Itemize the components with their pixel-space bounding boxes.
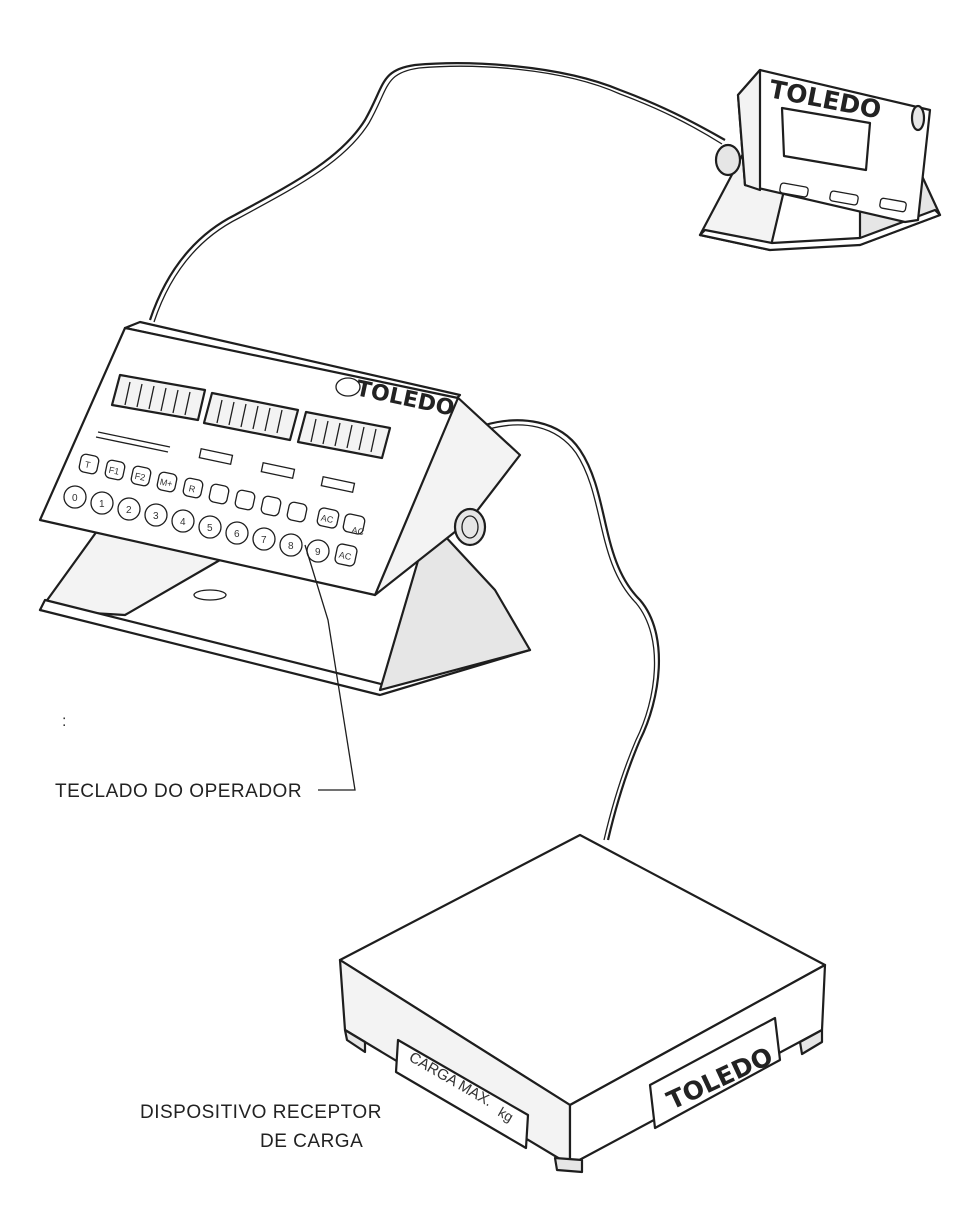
platform-capacity-plate [394, 1038, 530, 1150]
terminal-key [286, 501, 308, 523]
terminal-key [130, 465, 152, 487]
svg-text:9: 9 [315, 547, 321, 558]
platform-brand-plate [648, 1016, 782, 1130]
terminal-key [90, 491, 114, 515]
terminal-display-price [202, 391, 300, 442]
terminal-key [156, 471, 178, 493]
terminal-key [225, 521, 249, 545]
svg-text:AC: AC [351, 525, 366, 537]
terminal-stand-hole [193, 589, 227, 601]
remote-display-screen [780, 106, 872, 172]
platform-foot [553, 1156, 584, 1174]
svg-text:1: 1 [99, 499, 105, 510]
terminal-key [117, 497, 141, 521]
remote-display-button [879, 197, 907, 213]
platform-capacity-unit: kg [496, 1104, 517, 1125]
svg-text:R: R [188, 483, 197, 494]
terminal-key [234, 489, 256, 511]
callout-load-receiver: DISPOSITIVO RECEPTOR DE CARGA [140, 1102, 382, 1152]
svg-text:F2: F2 [134, 471, 146, 483]
terminal-knob [453, 507, 487, 547]
svg-text:5: 5 [207, 523, 213, 534]
weighing-terminal: TOLEDO T F1 F2 M+ [38, 320, 532, 697]
terminal-legend-bars [95, 431, 356, 493]
svg-text:6: 6 [234, 529, 240, 540]
svg-text:T: T [84, 459, 92, 470]
svg-text:F1: F1 [108, 465, 120, 477]
terminal-key [342, 513, 366, 535]
label-load-receiver-line2: DE CARGA [260, 1131, 363, 1152]
svg-text:7: 7 [261, 535, 267, 546]
weighing-platform: CARGA MAX. kg TOLEDO [338, 833, 827, 1174]
terminal-key [78, 453, 100, 475]
terminal-key [334, 543, 358, 567]
terminal-key [316, 507, 340, 529]
terminal-display-weight [110, 373, 207, 422]
cable-terminal-to-platform [484, 419, 661, 841]
terminal-keypad-row1 [78, 453, 366, 535]
terminal-brand-badge [335, 377, 361, 397]
stray-mark: : [62, 713, 66, 730]
platform-foot [343, 1028, 367, 1054]
terminal-keypad-row2 [63, 485, 358, 567]
terminal-key [198, 515, 222, 539]
terminal-key [252, 527, 276, 551]
cables [148, 62, 726, 841]
svg-text:8: 8 [288, 541, 294, 552]
terminal-key [260, 495, 282, 517]
remote-display-knob [910, 104, 926, 132]
terminal-display-total [296, 410, 392, 460]
terminal-key [182, 477, 204, 499]
terminal-key [208, 483, 230, 505]
label-operator-keyboard: TECLADO DO OPERADOR [55, 781, 302, 802]
terminal-key [63, 485, 87, 509]
callout-line [304, 544, 356, 791]
label-load-receiver-line1: DISPOSITIVO RECEPTOR [140, 1102, 382, 1123]
terminal-key [144, 503, 168, 527]
svg-text:2: 2 [126, 505, 132, 516]
terminal-keypad-row1-labels: T F1 F2 M+ R AC [84, 459, 335, 525]
terminal-key [171, 509, 195, 533]
terminal-displays [110, 373, 392, 460]
terminal-key [104, 459, 126, 481]
remote-display: TOLEDO [698, 68, 942, 252]
svg-text:AC: AC [338, 550, 353, 562]
remote-display-knob [714, 143, 742, 177]
terminal-keypad-row2-labels: 0 1 2 3 4 5 6 7 8 9 AC AC [72, 493, 366, 562]
svg-text:3: 3 [153, 511, 159, 522]
svg-text:0: 0 [72, 493, 78, 504]
remote-display-button [829, 190, 859, 206]
platform-foot [798, 1028, 824, 1056]
callout-operator-keyboard: TECLADO DO OPERADOR : [55, 544, 356, 802]
terminal-key [279, 533, 303, 557]
svg-text:M+: M+ [159, 477, 174, 489]
cable-terminal-to-remote-display [148, 62, 726, 321]
svg-text:4: 4 [180, 517, 186, 528]
svg-text:AC: AC [320, 513, 335, 525]
remote-display-button [779, 182, 809, 198]
